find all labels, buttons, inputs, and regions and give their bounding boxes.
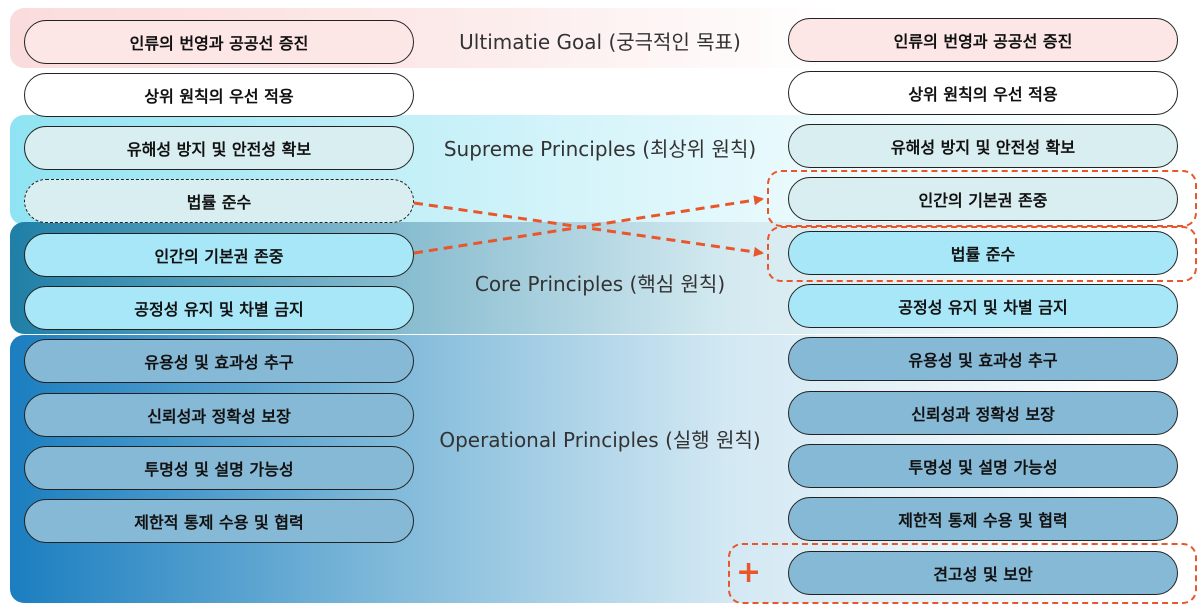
arrow-law-to-position-5 — [413, 201, 764, 257]
added-highlight-box — [728, 543, 1197, 604]
right-principle-1: 인류의 번영과 공공선 증진 — [788, 18, 1178, 62]
left-principle-10: 제한적 통제 수용 및 협력 — [24, 499, 414, 543]
left-principle-8: 신뢰성과 정확성 보장 — [24, 393, 414, 437]
right-principle-8: 신뢰성과 정확성 보장 — [788, 391, 1178, 435]
left-principle-5: 인간의 기본권 존중 — [24, 233, 414, 277]
left-principle-9: 투명성 및 설명 가능성 — [24, 446, 414, 490]
right-principle-2: 상위 원칙의 우선 적용 — [788, 71, 1178, 115]
left-principle-6: 공정성 유지 및 차별 금지 — [24, 286, 414, 330]
operational-principles-label: Operational Principles (실행 원칙) — [439, 428, 761, 452]
right-principle-3: 유해성 방지 및 안전성 확보 — [788, 124, 1178, 168]
core-principles-label: Core Principles (핵심 원칙) — [474, 272, 726, 296]
right-principle-5: 법률 준수 — [788, 231, 1178, 275]
arrow-rights-to-position-4 — [413, 195, 764, 255]
left-principle-2: 상위 원칙의 우선 적용 — [24, 73, 414, 117]
right-principle-4: 인간의 기본권 존중 — [788, 177, 1178, 221]
ultimate-goal-label: Ultimatie Goal (궁극적인 목표) — [459, 30, 741, 54]
left-principle-4: 법률 준수 — [24, 179, 414, 223]
right-principle-9: 투명성 및 설명 가능성 — [788, 444, 1178, 488]
plus-icon: + — [736, 555, 762, 590]
supreme-principles-label: Supreme Principles (최상위 원칙) — [443, 137, 757, 161]
right-principle-11: 견고성 및 보안 — [788, 551, 1178, 595]
right-principle-6: 공정성 유지 및 차별 금지 — [788, 284, 1178, 328]
left-principle-7: 유용성 및 효과성 추구 — [24, 339, 414, 383]
swap-highlight-box-2 — [767, 226, 1197, 282]
left-principle-1: 인류의 번영과 공공선 증진 — [24, 20, 414, 64]
right-principle-7: 유용성 및 효과성 추구 — [788, 337, 1178, 381]
right-principle-10: 제한적 통제 수용 및 협력 — [788, 497, 1178, 541]
left-principle-3: 유해성 방지 및 안전성 확보 — [24, 126, 414, 170]
